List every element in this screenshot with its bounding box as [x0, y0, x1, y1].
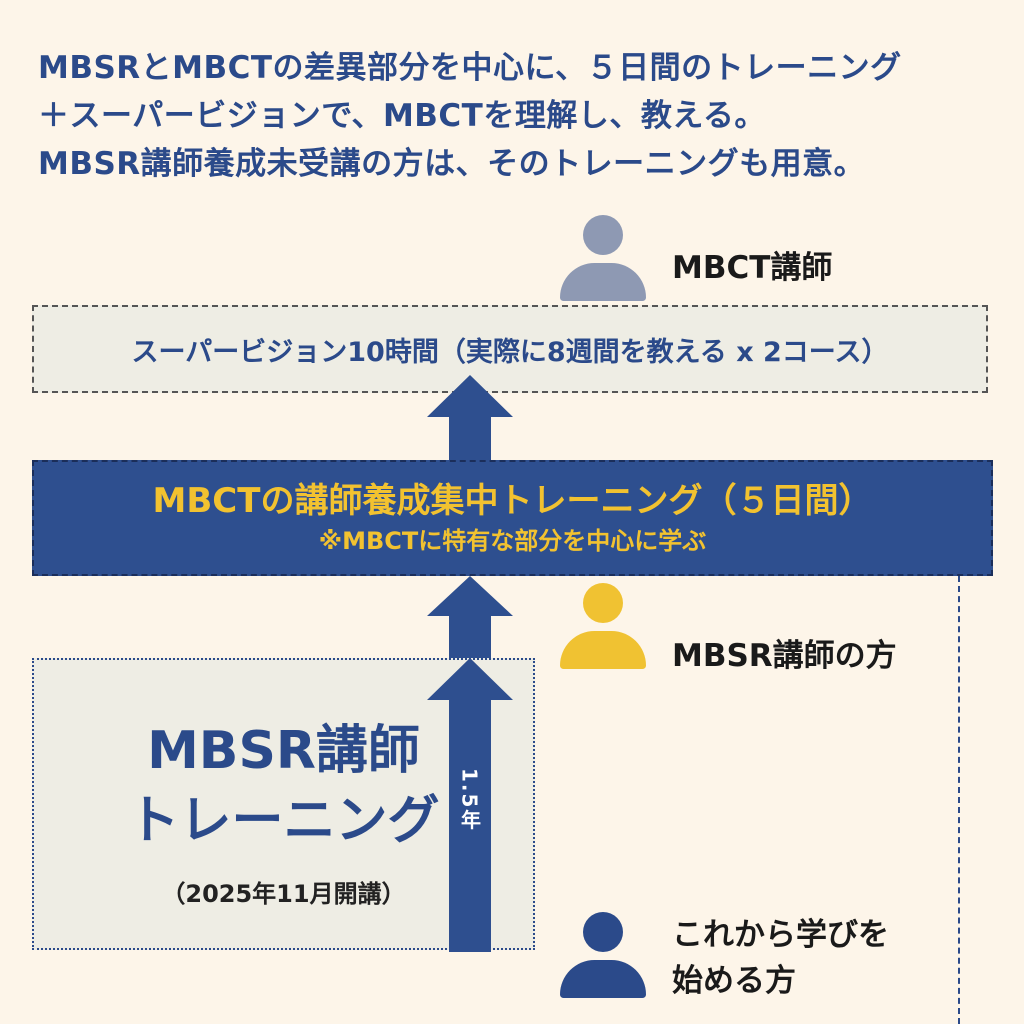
person-head	[583, 912, 623, 952]
beginner-label: これから学びを 始める方	[672, 912, 889, 1004]
intro-line-1: MBSRとMBCTの差異部分を中心に、５日間のトレーニング	[38, 50, 902, 86]
supervision-text: スーパービジョン10時間（実際に8週間を教える x 2コース）	[131, 336, 889, 368]
arrow-up-icon	[427, 375, 513, 465]
person-head	[583, 583, 623, 623]
intensive-subtitle: ※MBCTに特有な部分を中心に学ぶ	[318, 527, 707, 555]
duration-label: 1.5年	[457, 768, 482, 832]
intensive-title: MBCTの講師養成集中トレーニング（５日間）	[152, 481, 873, 521]
beginner-label-line-2: 始める方	[672, 963, 796, 999]
person-body	[560, 631, 646, 669]
intro-line-2: ＋スーパービジョンで、MBCTを理解し、教える。	[38, 98, 766, 134]
person-body	[560, 263, 646, 301]
person-icon-mbct	[558, 215, 648, 301]
person-icon-beginner	[558, 912, 648, 998]
mbsr-note: （2025年11月開講）	[161, 880, 406, 908]
intro-line-3: MBSR講師養成未受講の方は、そのトレーニングも用意。	[38, 146, 866, 182]
arrow-up-icon	[427, 576, 513, 660]
person-body	[560, 960, 646, 998]
intro-text: MBSRとMBCTの差異部分を中心に、５日間のトレーニング ＋スーパービジョンで…	[38, 44, 998, 188]
mbct-teacher-label: MBCT講師	[672, 250, 833, 286]
supervision-box: スーパービジョン10時間（実際に8週間を教える x 2コース）	[32, 305, 988, 393]
dashed-connector-line	[958, 576, 960, 1024]
person-head	[583, 215, 623, 255]
mbsr-title-line-1: MBSR講師	[147, 721, 420, 781]
long-arrow-up-icon	[427, 658, 513, 952]
mbsr-teacher-label: MBSR講師の方	[672, 638, 897, 674]
person-icon-mbsr	[558, 583, 648, 669]
mbsr-title-line-2: トレーニング	[127, 791, 440, 851]
intensive-training-box: MBCTの講師養成集中トレーニング（５日間） ※MBCTに特有な部分を中心に学ぶ	[32, 460, 993, 576]
beginner-label-line-1: これから学びを	[672, 917, 889, 953]
